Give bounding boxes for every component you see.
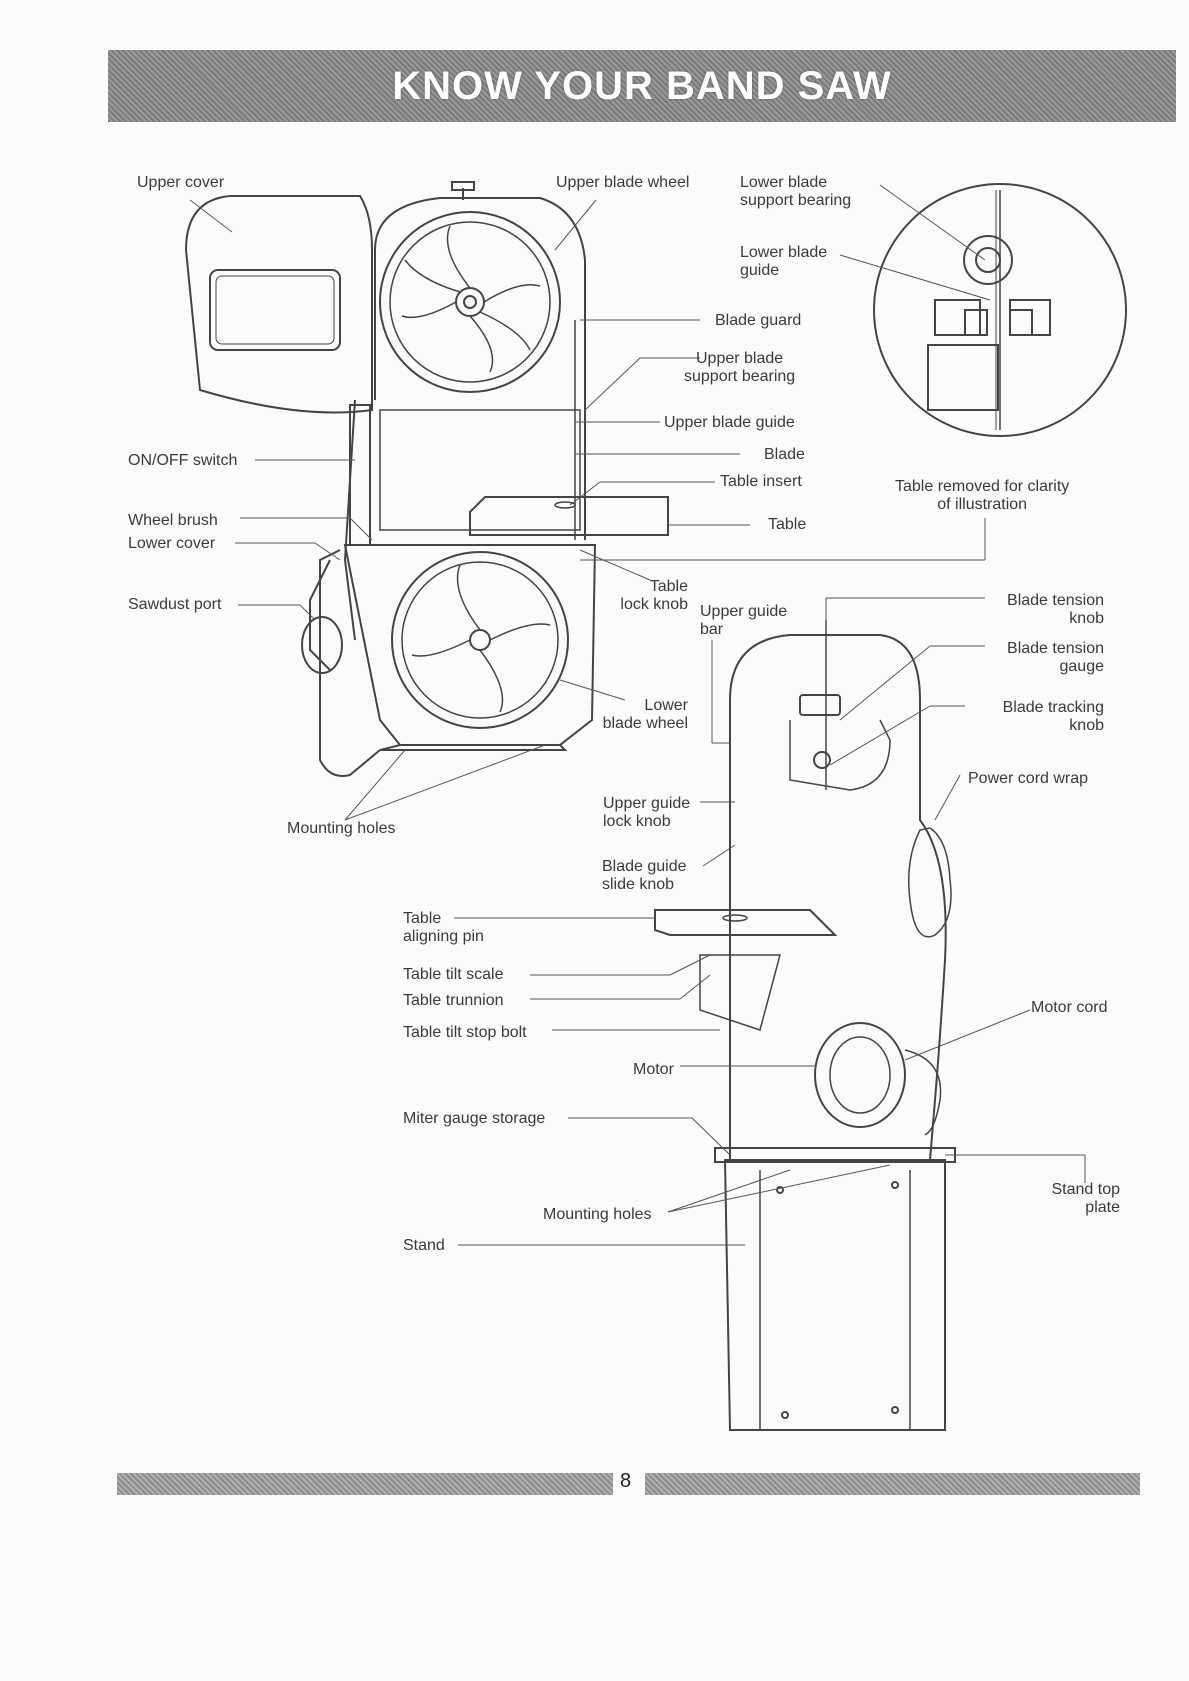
label-lower-cover: Lower cover	[128, 535, 216, 552]
label-line: Lower	[644, 697, 688, 714]
stand-shape	[723, 1159, 946, 1431]
label-upper-blade-support-bearing: Upper blade support bearing	[684, 350, 795, 386]
label-table-removed-note: Table removed for clarity of illustratio…	[895, 478, 1069, 514]
upper-cover-window	[209, 269, 341, 351]
label-line: bar	[700, 621, 724, 638]
label-line: Blade guide	[602, 858, 687, 875]
label-line: Table	[403, 910, 442, 927]
label-upper-guide-lock-knob: Upper guide lock knob	[603, 795, 690, 831]
lower-wheel-shape	[391, 551, 569, 729]
label-line: Upper guide	[603, 795, 691, 812]
label-table-tilt-stop-bolt: Table tilt stop bolt	[403, 1024, 527, 1041]
label-blade: Blade	[764, 446, 805, 463]
label-line: aligning pin	[403, 928, 484, 945]
page-number: 8	[620, 1470, 632, 1492]
label-line: of illustration	[937, 496, 1028, 513]
label-line: knob	[1069, 717, 1104, 734]
detail-circle	[873, 183, 1127, 437]
label-blade-guard: Blade guard	[715, 312, 802, 329]
label-upper-cover: Upper cover	[137, 174, 225, 191]
label-line: gauge	[1059, 658, 1105, 675]
label-line: Blade tension	[1007, 640, 1104, 657]
label-line: blade wheel	[602, 715, 688, 732]
header-banner: KNOW YOUR BAND SAW	[108, 50, 1176, 122]
label-line: Table	[649, 578, 688, 595]
label-table-aligning-pin: Table aligning pin	[403, 910, 484, 946]
label-line: Table removed for clarity	[895, 478, 1070, 495]
label-lower-blade-wheel: Lower blade wheel	[588, 697, 688, 733]
label-stand-top-plate: Stand top plate	[1000, 1181, 1121, 1217]
label-line: support bearing	[740, 192, 852, 209]
label-wheel-brush: Wheel brush	[128, 512, 218, 529]
label-line: guide	[740, 262, 780, 279]
label-table-lock-knob: Table lock knob	[610, 578, 688, 614]
label-line: Stand top	[1051, 1181, 1121, 1198]
upper-cover-shape	[184, 195, 373, 414]
label-line: lock knob	[603, 813, 671, 830]
label-blade-tension-gauge: Blade tension gauge	[980, 640, 1104, 676]
label-line: knob	[1069, 610, 1104, 627]
label-mounting-holes-top: Mounting holes	[287, 820, 396, 837]
label-motor-cord: Motor cord	[1031, 999, 1108, 1016]
label-line: Lower blade	[740, 244, 828, 261]
label-line: Upper guide	[700, 603, 788, 620]
tracking-knob-shape	[813, 751, 831, 769]
label-lower-blade-guide: Lower blade guide	[740, 244, 827, 280]
page-title: KNOW YOUR BAND SAW	[392, 63, 892, 108]
label-line: plate	[1085, 1199, 1120, 1216]
lower-cover-shape	[319, 549, 381, 777]
label-table-trunnion: Table trunnion	[403, 992, 504, 1009]
label-mounting-holes-bottom: Mounting holes	[543, 1206, 652, 1223]
label-table-insert: Table insert	[720, 473, 802, 490]
table-shape-top	[469, 496, 669, 536]
label-line: Lower blade	[740, 174, 828, 191]
label-line: Upper blade	[696, 350, 784, 367]
label-upper-blade-wheel: Upper blade wheel	[556, 174, 690, 191]
footer-bar-left	[117, 1473, 613, 1495]
label-blade-tracking-knob: Blade tracking knob	[980, 699, 1104, 735]
label-power-cord-wrap: Power cord wrap	[968, 770, 1089, 787]
upper-wheel-shape	[379, 211, 561, 393]
label-table-tilt-scale: Table tilt scale	[403, 966, 504, 983]
label-motor: Motor	[633, 1061, 674, 1078]
label-upper-blade-guide: Upper blade guide	[664, 414, 795, 431]
label-line: Blade tracking	[1002, 699, 1104, 716]
label-sawdust-port: Sawdust port	[128, 596, 222, 613]
motor-shape	[814, 1022, 906, 1128]
support-bearing-shape	[963, 235, 1013, 285]
label-stand: Stand	[403, 1237, 445, 1254]
label-miter-gauge-storage: Miter gauge storage	[403, 1110, 546, 1127]
label-blade-guide-slide-knob: Blade guide slide knob	[602, 858, 687, 894]
label-line: Blade tension	[1007, 592, 1104, 609]
label-upper-guide-bar: Upper guide bar	[700, 603, 787, 639]
saw-frame-top	[374, 197, 586, 420]
table-shape-bottom	[654, 909, 838, 936]
footer-bar-right	[645, 1473, 1140, 1495]
saw-body-closed	[729, 634, 947, 1161]
label-line: support bearing	[684, 368, 796, 385]
label-line: lock knob	[620, 596, 688, 613]
label-table: Table	[768, 516, 807, 533]
label-line: slide knob	[602, 876, 675, 893]
label-on-off-switch: ON/OFF switch	[128, 452, 238, 469]
label-lower-blade-support-bearing: Lower blade support bearing	[740, 174, 851, 210]
label-blade-tension-knob: Blade tension knob	[980, 592, 1104, 628]
